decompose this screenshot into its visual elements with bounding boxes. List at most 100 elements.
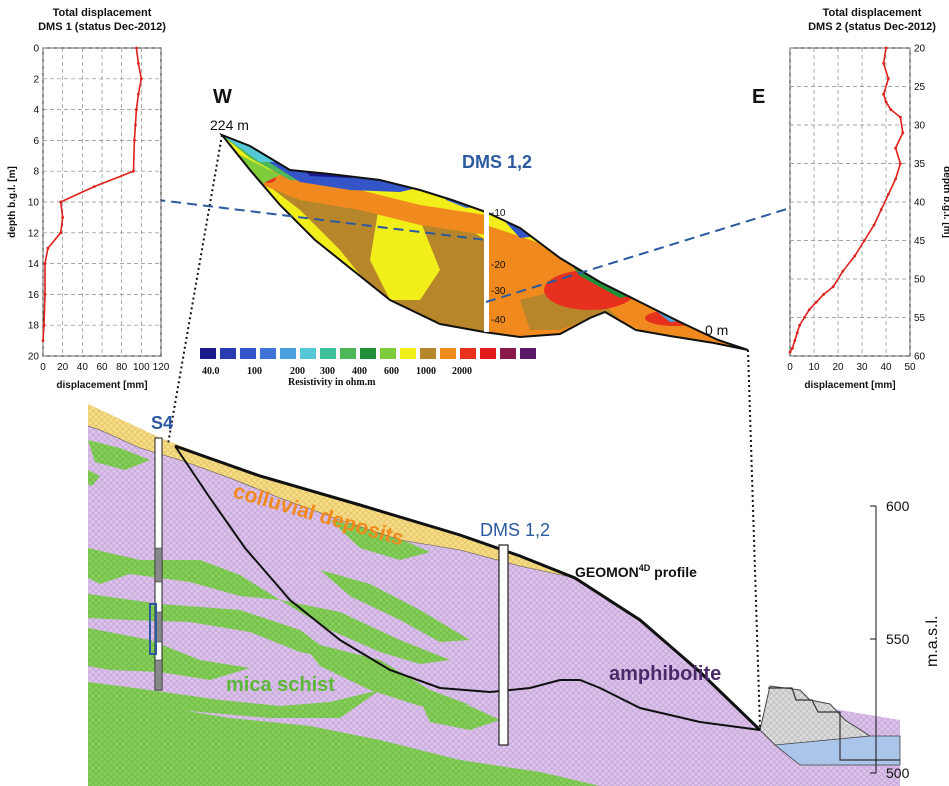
data-point [132, 169, 135, 173]
y-tick-label: 45 [914, 236, 926, 247]
mica-schist-unit [88, 700, 600, 786]
colorbar-swatch [280, 348, 296, 359]
y-tick-label: 18 [28, 321, 40, 332]
y-tick-label: 12 [28, 228, 40, 239]
water-unit [773, 735, 901, 766]
x-tick-label: 20 [832, 362, 844, 373]
y-tick-label: 8 [33, 167, 39, 178]
sliding-surface [174, 445, 761, 731]
colorbar-swatch [200, 348, 216, 359]
elev-tick-550: 550 [886, 631, 910, 647]
colorbar-swatch [420, 348, 436, 359]
data-point [899, 115, 902, 119]
data-point [793, 339, 797, 342]
x-tick-label: 120 [153, 362, 170, 373]
resistivity-section: DMS 1,2 -10 -20 -30 -40 W E 224 m 0 m 40… [200, 86, 765, 388]
colorbar-swatch [380, 348, 396, 359]
data-point [853, 254, 857, 258]
colorbar-label-2: 100 [247, 366, 262, 377]
data-point [872, 223, 876, 227]
data-point [135, 108, 138, 111]
y-tick-label: 16 [28, 290, 40, 301]
data-point [798, 323, 801, 327]
data-point [133, 139, 136, 142]
data-point [841, 269, 845, 273]
dms2-ylabel: depth b.g.l. [m] [941, 166, 949, 238]
colorbar-label-6: 600 [384, 366, 399, 377]
data-point [59, 200, 63, 204]
colorbar-swatch [240, 348, 256, 359]
y-tick-label: 20 [914, 44, 926, 55]
x-tick-label: 40 [880, 362, 892, 373]
x-tick-label: 50 [904, 362, 916, 373]
y-tick-label: 6 [33, 136, 39, 147]
mica-schist-bands [88, 440, 500, 730]
data-point [795, 331, 799, 335]
colorbar-swatch [260, 348, 276, 359]
data-point [887, 77, 890, 81]
colorbar-swatch [440, 348, 456, 359]
colorbar-label-8: 2000 [452, 366, 472, 377]
data-point [882, 92, 885, 96]
x-tick-label: 10 [808, 362, 820, 373]
data-point [788, 350, 792, 354]
colorbar-label-4: 300 [320, 366, 335, 377]
y-tick-label: 25 [914, 82, 926, 93]
data-point [894, 177, 897, 181]
colorbar-swatch [400, 348, 416, 359]
x-tick-label: 0 [787, 362, 793, 373]
data-point [135, 46, 138, 50]
data-point [884, 46, 888, 50]
colorbar-swatch [460, 348, 476, 359]
x-tick-label: 20 [57, 362, 69, 373]
colorbar-title: Resistivity in ohm.m [288, 377, 376, 388]
data-point [863, 239, 866, 242]
y-tick-label: 20 [28, 352, 40, 363]
data-point [884, 100, 888, 104]
data-point [46, 246, 50, 250]
data-point [136, 92, 140, 96]
dms2-title-line1: Total displacement [823, 7, 922, 19]
colorbar-swatch [220, 348, 236, 359]
y-tick-label: 50 [914, 275, 926, 286]
y-tick-label: 10 [28, 198, 40, 209]
projection-line-west [167, 134, 223, 445]
x-tick-label: 100 [133, 362, 150, 373]
data-point [882, 62, 885, 65]
end-distance-label: 0 m [705, 322, 728, 338]
colorbar-swatch [320, 348, 336, 359]
data-point [61, 216, 65, 219]
dms1-xlabel: displacement [mm] [56, 380, 147, 391]
x-tick-label: 80 [116, 362, 128, 373]
colorbar-label-5: 400 [352, 366, 367, 377]
amphibolite-label: amphibolite [609, 663, 721, 685]
y-tick-label: 2 [33, 74, 39, 85]
step-outline [768, 687, 900, 761]
borehole-dms-label-lower: DMS 1,2 [480, 520, 550, 540]
colluvial-lower-boundary [87, 425, 576, 579]
dms1-title-line2: DMS 1 (status Dec-2012) [38, 21, 166, 33]
data-point [92, 185, 96, 189]
data-point [831, 285, 835, 289]
start-distance-label: 224 m [210, 117, 249, 133]
ground-surface [174, 444, 762, 732]
y-tick-label: 35 [914, 159, 926, 170]
elev-unit-label: m.a.s.l. [924, 615, 941, 667]
data-point [901, 131, 905, 135]
x-tick-label: 60 [96, 362, 108, 373]
dms1-ylabel: depth b.g.l. [m] [7, 166, 18, 238]
profile-label: GEOMON4D profile [575, 563, 697, 580]
ert-borehole [484, 176, 489, 332]
y-tick-label: 60 [914, 352, 926, 363]
data-point [139, 77, 143, 81]
borehole-s4 [149, 437, 163, 691]
ert-outline [218, 132, 749, 351]
colorbar-swatch [520, 348, 536, 359]
data-point [807, 308, 811, 312]
ert-depth-tick-3: -30 [491, 286, 506, 297]
